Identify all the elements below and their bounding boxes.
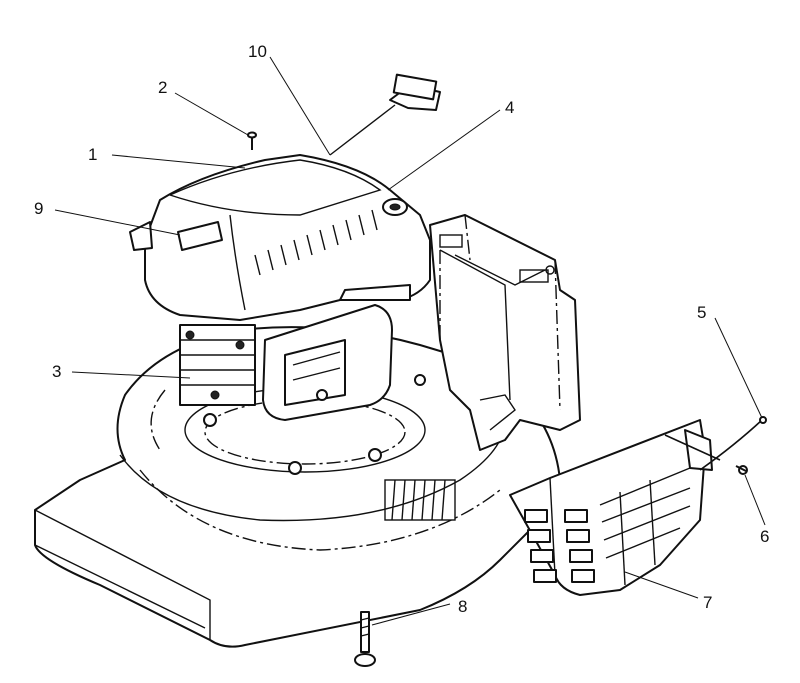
rod-part-5 [664, 416, 767, 471]
callout-10: 10 [248, 42, 267, 61]
leader-6 [744, 474, 766, 526]
callout-labels: 1 2 3 4 5 6 7 8 9 10 [34, 42, 769, 616]
shroud-vents [254, 209, 378, 276]
leader-8 [371, 603, 451, 626]
callout-7: 7 [703, 593, 712, 612]
engine [129, 154, 431, 421]
bolt-part-8 [354, 611, 376, 667]
grille-guard-part-7 [509, 419, 713, 596]
callout-6: 6 [760, 527, 769, 546]
callout-3: 3 [52, 362, 61, 381]
screw-part-6 [735, 465, 748, 475]
callout-8: 8 [458, 597, 467, 616]
callout-9: 9 [34, 199, 43, 218]
throttle-cable [329, 73, 441, 156]
leader-lines [54, 56, 766, 626]
callout-2: 2 [158, 78, 167, 97]
cooling-fins [180, 339, 255, 386]
screw-part-2 [247, 131, 257, 150]
deck-vents [384, 479, 456, 521]
leader-1 [111, 154, 246, 169]
leader-10 [269, 56, 331, 156]
leader-2 [174, 92, 249, 136]
leader-9 [54, 209, 181, 236]
callout-4: 4 [505, 98, 514, 117]
leader-4 [387, 109, 501, 191]
rear-frame [429, 214, 581, 451]
leader-3 [71, 371, 191, 379]
callout-1: 1 [88, 145, 97, 164]
leader-7 [624, 571, 699, 599]
leader-5 [714, 317, 763, 419]
callout-5: 5 [697, 303, 706, 322]
grille-slots [524, 467, 691, 586]
